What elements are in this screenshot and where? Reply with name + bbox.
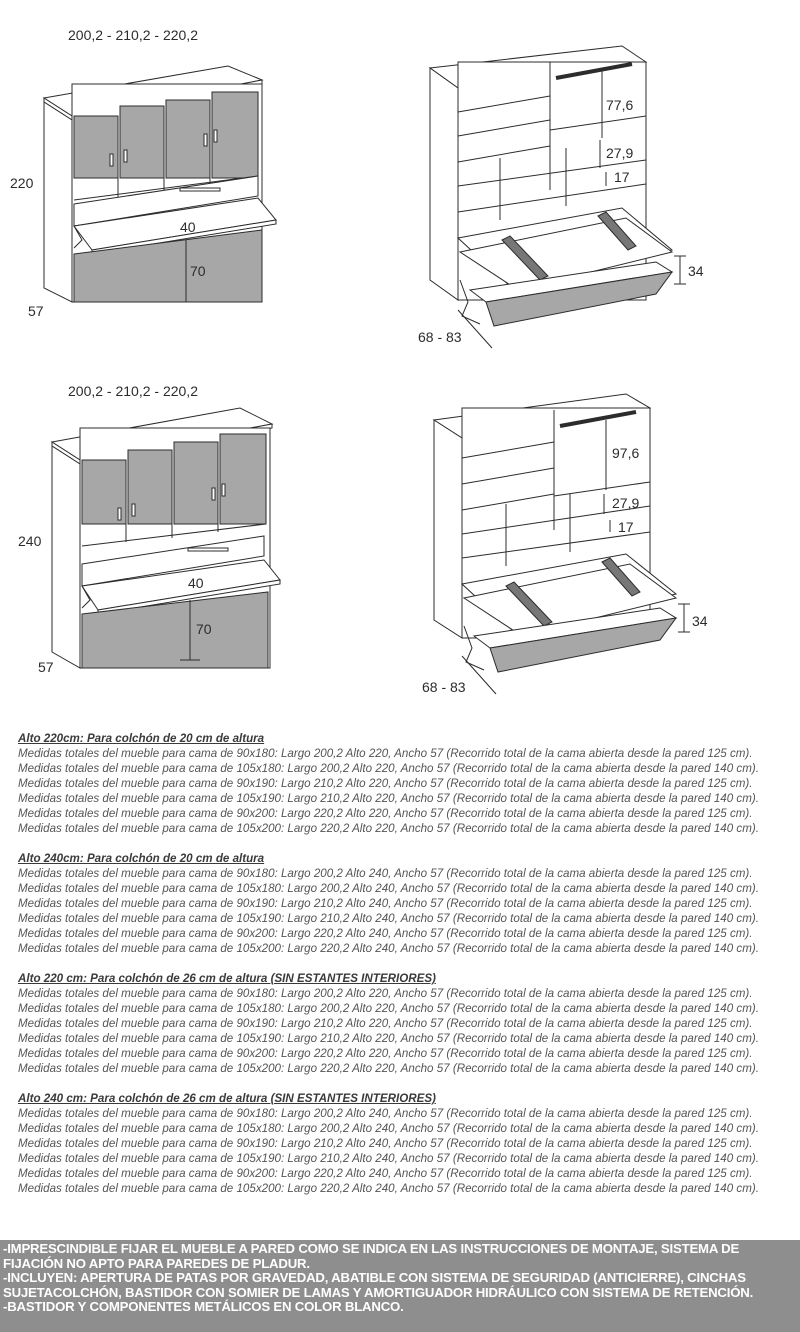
spec-line: Medidas totales del mueble para cama de … [18,927,753,940]
spec-line: Medidas totales del mueble para cama de … [18,882,759,895]
spec-line: Medidas totales del mueble para cama de … [18,987,753,1000]
spec-line: Medidas totales del mueble para cama de … [18,822,759,835]
depth-label: 68 - 83 [418,329,462,345]
h1-label: 97,6 [612,445,639,461]
spec-title: Alto 220cm: Para colchón de 20 cm de alt… [18,732,265,745]
spec-list: Alto 220cm: Para colchón de 20 cm de alt… [18,731,793,1211]
spec-line: Medidas totales del mueble para cama de … [18,807,753,820]
spec-title: Alto 220 cm: Para colchón de 26 cm de al… [18,972,436,985]
spec-title: Alto 240cm: Para colchón de 20 cm de alt… [18,852,265,865]
closed-cabinet-220-drawing: 200,2 - 210,2 - 220,2 220 57 40 70 [10,27,277,319]
spec-line: Medidas totales del mueble para cama de … [18,1107,753,1120]
h2-label: 27,9 [606,145,633,161]
desk-label: 40 [180,219,196,235]
spec-group-220-26: Alto 220 cm: Para colchón de 26 cm de al… [18,971,793,1076]
spec-line: Medidas totales del mueble para cama de … [18,897,753,910]
spec-line: Medidas totales del mueble para cama de … [18,762,759,775]
side-label: 34 [692,613,708,629]
spec-line: Medidas totales del mueble para cama de … [18,1002,759,1015]
spec-line: Medidas totales del mueble para cama de … [18,912,759,925]
depth-label: 57 [38,659,54,675]
side-label: 34 [688,263,704,279]
clear-label: 70 [196,621,212,637]
spec-group-240-26: Alto 240 cm: Para colchón de 26 cm de al… [18,1091,793,1196]
note-includes: -INCLUYEN: APERTURA DE PATAS POR GRAVEDA… [3,1270,754,1300]
closed-cabinet-240-drawing: 200,2 - 210,2 - 220,2 240 57 40 70 [18,383,281,675]
h2-label: 27,9 [612,495,639,511]
depth-label: 57 [28,303,44,319]
clear-label: 70 [190,263,206,279]
notes-banner: -IMPRESCINDIBLE FIJAR EL MUEBLE A PARED … [0,1240,800,1332]
spec-line: Medidas totales del mueble para cama de … [18,1122,759,1135]
spec-line: Medidas totales del mueble para cama de … [18,792,759,805]
open-bed-220-drawing: 77,6 27,9 17 34 68 - 83 [418,45,704,349]
diagram-open-220: 77,6 27,9 17 34 68 - 83 [410,40,710,360]
spec-line: Medidas totales del mueble para cama de … [18,1032,759,1045]
spec-group-220-20: Alto 220cm: Para colchón de 20 cm de alt… [18,731,793,836]
diagram-closed-220: 200,2 - 210,2 - 220,2 220 57 40 70 [0,20,300,330]
diagram-closed-240: 200,2 - 210,2 - 220,2 240 57 40 70 [0,380,300,690]
open-bed-240-drawing: 97,6 27,9 17 34 68 - 83 [422,393,708,695]
diagram-open-240: 97,6 27,9 17 34 68 - 83 [410,376,710,706]
note-metal-color: -BASTIDOR Y COMPONENTES METÁLICOS EN COL… [3,1299,404,1314]
spec-line: Medidas totales del mueble para cama de … [18,1062,759,1075]
spec-title: Alto 240 cm: Para colchón de 26 cm de al… [18,1092,436,1105]
h3-label: 17 [614,169,630,185]
spec-line: Medidas totales del mueble para cama de … [18,1167,753,1180]
spec-line: Medidas totales del mueble para cama de … [18,747,753,760]
h3-label: 17 [618,519,634,535]
note-fixing: -IMPRESCINDIBLE FIJAR EL MUEBLE A PARED … [3,1241,740,1271]
spec-line: Medidas totales del mueble para cama de … [18,942,759,955]
height-label: 220 [10,175,34,191]
depth-label: 68 - 83 [422,679,466,695]
width-label: 200,2 - 210,2 - 220,2 [68,27,198,43]
spec-line: Medidas totales del mueble para cama de … [18,1047,753,1060]
spec-line: Medidas totales del mueble para cama de … [18,1182,759,1195]
h1-label: 77,6 [606,97,633,113]
spec-line: Medidas totales del mueble para cama de … [18,1137,753,1150]
spec-line: Medidas totales del mueble para cama de … [18,1017,753,1030]
desk-label: 40 [188,575,204,591]
width-label: 200,2 - 210,2 - 220,2 [68,383,198,399]
spec-line: Medidas totales del mueble para cama de … [18,777,753,790]
spec-line: Medidas totales del mueble para cama de … [18,1152,759,1165]
spec-line: Medidas totales del mueble para cama de … [18,867,753,880]
height-label: 240 [18,533,42,549]
spec-group-240-20: Alto 240cm: Para colchón de 20 cm de alt… [18,851,793,956]
